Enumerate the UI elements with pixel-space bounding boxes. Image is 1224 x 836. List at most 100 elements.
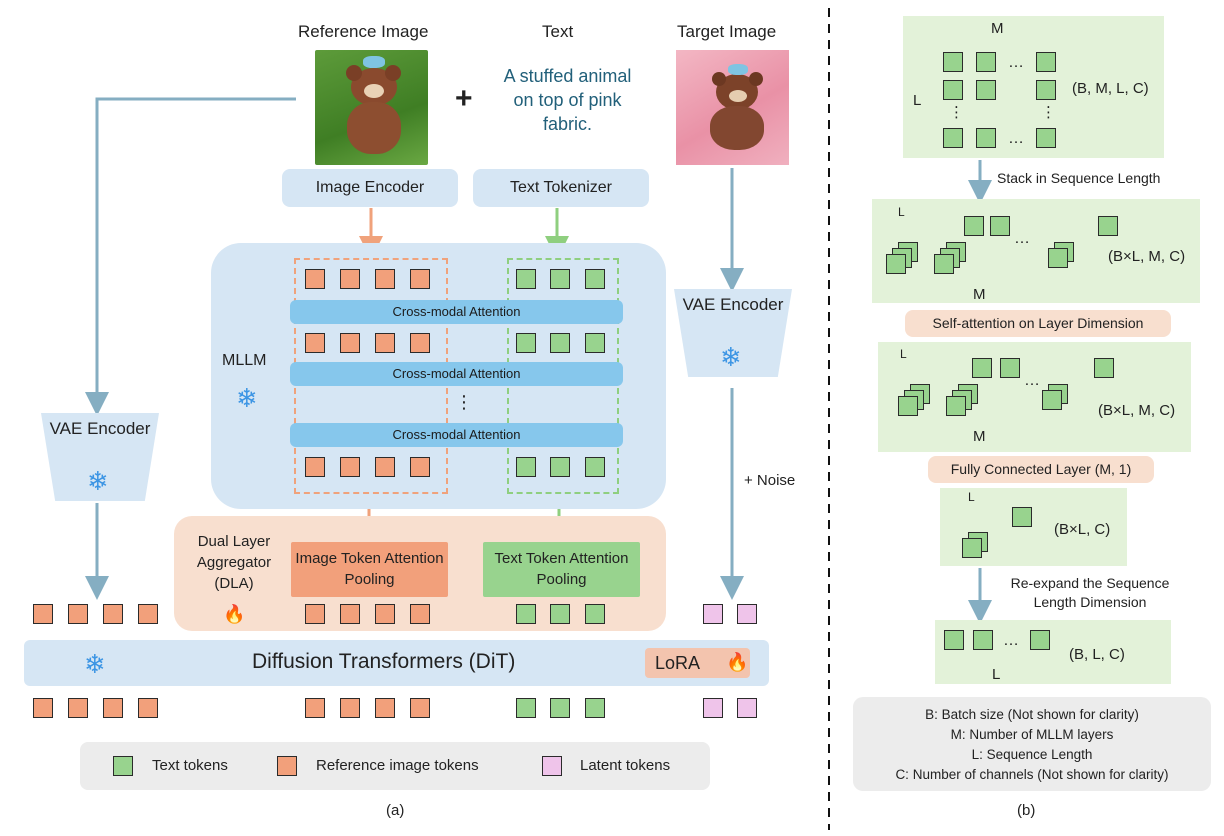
h-ellipsis: … [1008, 54, 1024, 71]
text-token [585, 604, 605, 624]
shape-bmlc: (B, M, L, C) [1072, 80, 1149, 97]
ref-token [68, 604, 88, 624]
target-image-title: Target Image [677, 22, 777, 41]
l-left-label: L [913, 92, 922, 109]
final-box [935, 620, 1171, 684]
fc-layer-label: Fully Connected Layer (M, 1) [928, 456, 1154, 483]
latent-token [703, 604, 723, 624]
ref-token [340, 457, 360, 477]
text-title: Text [542, 22, 574, 41]
legend-b-line: B: Batch size (Not shown for clarity) [925, 707, 1139, 722]
ref-token [33, 604, 53, 624]
shape-blmc-2: (B×L, M, C) [1098, 402, 1176, 419]
ref-token [410, 333, 430, 353]
legend-box [80, 742, 710, 790]
ref-token [305, 269, 325, 289]
v-ellipsis: ⋮ [949, 104, 964, 121]
lora-box [645, 648, 750, 678]
ref-token [68, 698, 88, 718]
vae-encoder-right [674, 289, 792, 377]
token-square [976, 128, 996, 148]
ref-token [375, 698, 395, 718]
ref-token [340, 698, 360, 718]
token-square [972, 358, 992, 378]
token-square [943, 80, 963, 100]
token-square [1098, 216, 1118, 236]
ref-token [138, 698, 158, 718]
legend-ref-swatch [277, 756, 297, 776]
ref-to-vae-arrow [85, 97, 296, 416]
h-ellipsis: … [1024, 372, 1040, 389]
latent-token [737, 698, 757, 718]
text-token-pooling-box: Text Token Attention Pooling [483, 542, 640, 597]
noise-label: + Noise [744, 472, 796, 489]
target-image [676, 50, 789, 165]
ref-token [375, 457, 395, 477]
panel-b-caption: (b) [1017, 802, 1036, 819]
vae-encoder-left [41, 413, 159, 501]
frozen-snowflake-icon: ❄ [87, 466, 109, 496]
ref-token [375, 333, 395, 353]
shape-blc-final: (B, L, C) [1069, 646, 1125, 663]
token-square [1048, 248, 1068, 268]
token-square [944, 630, 964, 650]
m-top-label: M [991, 20, 1004, 37]
latent-token [737, 604, 757, 624]
reference-image-title: Reference Image [298, 22, 429, 41]
token-square [962, 538, 982, 558]
text-token [550, 269, 570, 289]
h-ellipsis: … [1014, 230, 1030, 247]
text-token [585, 333, 605, 353]
ref-token [305, 698, 325, 718]
text-token [585, 457, 605, 477]
text-token [585, 269, 605, 289]
v-ellipsis: ⋮ [1041, 104, 1056, 121]
text-token [516, 604, 536, 624]
legend-b-text: B: Batch size (Not shown for clarity) M:… [853, 705, 1211, 785]
token-square [934, 254, 954, 274]
token-square [943, 52, 963, 72]
shape-blc: (B×L, C) [1054, 521, 1111, 538]
mllm-label: MLLM [222, 352, 267, 369]
vae-encoder-right-label: VAE Encoder [682, 295, 784, 314]
self-attention-label: Self-attention on Layer Dimension [905, 310, 1171, 337]
token-square [1030, 630, 1050, 650]
token-square [886, 254, 906, 274]
token-square [973, 630, 993, 650]
vertical-ellipsis: ⋮ [455, 392, 473, 412]
stack-label: Stack in Sequence Length [997, 170, 1161, 186]
l-small-label: L [968, 490, 975, 504]
ref-token [410, 698, 430, 718]
token-square [1036, 128, 1056, 148]
legend-latent-swatch [542, 756, 562, 776]
legend-text-tokens: Text tokens [152, 757, 228, 774]
reference-image [315, 50, 428, 165]
legend-c-line: C: Number of channels (Not shown for cla… [895, 767, 1169, 782]
trainable-fire-icon: 🔥 [726, 652, 749, 672]
h-ellipsis: … [1003, 632, 1019, 649]
text-tokenizer-box: Text Tokenizer [473, 169, 649, 207]
ref-token [305, 604, 325, 624]
ref-token [340, 604, 360, 624]
text-token [550, 333, 570, 353]
text-token [550, 457, 570, 477]
text-token [516, 457, 536, 477]
ref-token [375, 269, 395, 289]
ref-token [103, 604, 123, 624]
token-square [898, 396, 918, 416]
lora-label: LoRA [655, 653, 701, 673]
legend-text-swatch [113, 756, 133, 776]
stacked-seq-box [872, 199, 1200, 303]
token-square [990, 216, 1010, 236]
legend-b-box [853, 697, 1211, 791]
text-token [550, 604, 570, 624]
legend-ref-tokens: Reference image tokens [316, 757, 479, 774]
text-token [585, 698, 605, 718]
plus-sign: + [455, 82, 473, 115]
ref-token [375, 604, 395, 624]
ref-token [305, 333, 325, 353]
token-square [976, 52, 996, 72]
text-token [516, 333, 536, 353]
ref-token [305, 457, 325, 477]
ref-token [410, 604, 430, 624]
